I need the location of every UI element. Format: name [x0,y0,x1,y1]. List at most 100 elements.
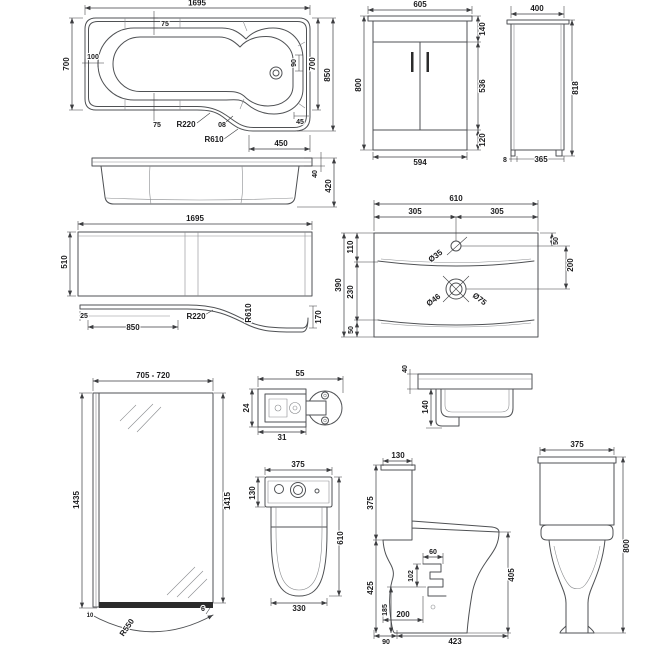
trap-width-label: 60 [429,549,437,556]
vanity-side-detail [513,24,562,150]
panel-lip-label: 25 [80,313,88,320]
basin-side-extensions [407,369,442,429]
wc-pan-height-label: 425 [366,581,375,595]
vanity-toe-label: 8 [503,157,507,164]
basin-side-detail [418,378,532,413]
bath-side-detail [92,161,312,205]
toilet-back-view: 375 800 [537,439,632,634]
profile-depth-label: 24 [242,403,251,412]
screen-width-label: 705 - 720 [136,371,170,380]
bath-plan-extension-lines [69,5,336,152]
screen-extensions [79,378,226,618]
basin-plan-outline [373,232,539,338]
outlet-height-label: 185 [382,604,389,616]
vanity-top-section-label: 140 [478,22,487,36]
bath-rim-top-label: 75 [161,21,169,28]
screen-detail [95,393,208,607]
wc-cistern-depth-label: 130 [391,451,405,460]
basin-plan-view: 610 305 305 Ø35 Ø46 Ø75 50 200 390 110 2… [333,193,576,338]
tap-offset-label: 50 [553,237,560,245]
bath-rim-joint-ticks [124,18,306,110]
basin-width-label: 610 [449,194,463,203]
panel-profile-view: 25 850 R220 R610 170 [79,302,324,333]
bath-rim-bottom-label: 75 [153,122,161,129]
panel-length-label: 1695 [186,214,204,223]
wc-cistern-width-label: 375 [291,460,305,469]
basin-half-left-label: 305 [408,207,422,216]
toilet-front-view: 375 130 610 330 [247,459,346,614]
profile-section-detail [268,393,327,423]
screen-bottom-rail [99,602,213,608]
bowl-depth-label: 140 [421,400,430,414]
panel-radius-inner-label: R220 [186,312,206,321]
vanity-base-depth-label: 365 [534,155,548,164]
shower-screen-view: 705 - 720 1435 1415 R550 6 10 [71,370,233,639]
wc-back-detail [553,545,601,590]
wc-back-outline [537,456,617,634]
toilet-side-view: 130 375 425 60 102 185 405 200 90 423 [365,450,517,647]
vanity-front-view: 605 800 140 536 120 594 [353,0,488,168]
vanity-width-label: 605 [413,0,427,9]
panel-detail [78,232,312,296]
panel-radius-outer-label: R610 [244,303,253,323]
wc-back-height-label: 800 [622,539,631,553]
vanity-side-outline [506,19,570,157]
basin-depth-label: 390 [334,278,343,292]
basin-seg2-label: 230 [346,285,355,299]
basin-seg3-label: 50 [348,326,355,334]
vanity-door-handles [411,52,429,72]
bath-rim-left-label: 100 [87,54,99,61]
vanity-plinth-label: 120 [478,133,487,147]
vanity-front-outline [367,15,473,151]
wc-back-width-label: 375 [570,440,584,449]
basin-rim-label: 40 [402,365,409,373]
screen-height-outer-label: 1415 [223,492,232,510]
bath-radius-outer-label: R610 [204,135,224,144]
bath-side-view: 40 420 [91,152,337,208]
bottom-423-label: 423 [448,637,462,646]
wc-side-cistern-height-label: 375 [366,496,375,510]
bath-rim-height-label: 40 [312,170,319,178]
bath-depth-label: 700 [62,57,71,71]
bath-top-view: 1695 700 75 100 90 700 850 75 R220 08 R6… [61,0,336,152]
screen-curve [89,613,214,633]
vanity-door-label: 536 [478,79,487,93]
vanity-height-label: 800 [354,78,363,92]
profile-section-extensions [249,376,344,435]
round-profile-slot-mask [303,401,326,415]
vanity-base-width-label: 594 [413,158,427,167]
basin-plan-detail [380,258,532,328]
screen-profile-label: 10 [87,613,94,619]
bath-depth-right-label: 700 [308,57,317,71]
seat-height-label: 405 [507,568,516,582]
basin-half-right-label: 305 [490,207,504,216]
wc-side-detail [430,604,436,610]
basin-side-outline [417,373,533,427]
panel-end-height-label: 170 [314,310,323,324]
vanity-side-view: 400 818 8 365 [502,3,581,165]
vanity-side-extensions [509,6,575,162]
wc-height-label: 610 [336,531,345,545]
basin-seg1-label: 110 [346,240,355,253]
basin-side-view: 40 140 [401,364,533,429]
bath-radius-inner-label: R220 [176,120,196,129]
wc-side-extensions [373,458,511,639]
screen-outline [92,392,214,608]
wc-side-outline [380,464,500,634]
profile-width-label: 55 [296,369,305,378]
wc-pan-width-label: 330 [292,604,306,613]
setout-label: 200 [396,610,410,619]
panel-flat-label: 850 [126,323,140,332]
bath-overall-width-label: 850 [323,68,332,82]
bath-plan-outline [84,17,311,132]
bath-side-extensions [297,152,337,208]
bottom-90-label: 90 [382,639,390,646]
bath-panel-view: 1695 510 [59,213,313,297]
screen-glass-label: 6 [201,606,205,613]
trap-height-label: 102 [408,570,415,582]
bath-length-label: 1695 [188,0,206,8]
bath-total-height-label: 420 [324,179,333,193]
waste-label: Ø75 [471,291,489,308]
